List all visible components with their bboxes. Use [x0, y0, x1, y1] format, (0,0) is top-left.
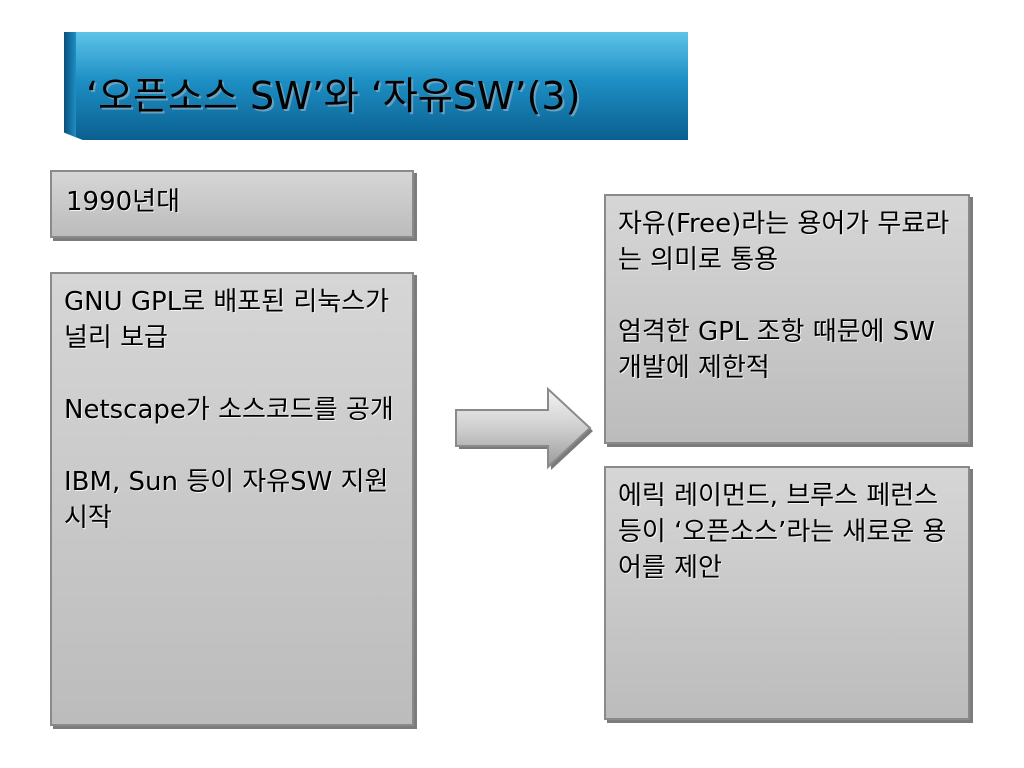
left-item-2: Netscape가 소스코드를 공개: [64, 395, 394, 425]
slide-title: ‘오픈소스 SW’와 ‘자유SW’(3): [86, 74, 581, 118]
right-top-item-2: 엄격한 GPL 조항 때문에 SW개발에 제한적: [618, 317, 935, 383]
decade-label: 1990년대: [66, 187, 181, 217]
right-arrow-icon: [455, 386, 593, 470]
title-banner: [64, 32, 688, 140]
left-item-3: IBM, Sun 등이 자유SW 지원 시작: [64, 467, 389, 533]
left-content-box: GNU GPL로 배포된 리눅스가 널리 보급 Netscape가 소스코드를 …: [50, 272, 414, 726]
right-bottom-item-1: 에릭 레이먼드, 브루스 페런스 등이 ‘오픈소스’라는 새로운 용어를 제안: [618, 481, 947, 583]
right-bottom-box: 에릭 레이먼드, 브루스 페런스 등이 ‘오픈소스’라는 새로운 용어를 제안: [604, 466, 970, 720]
left-item-1: GNU GPL로 배포된 리눅스가 널리 보급: [64, 287, 390, 353]
right-top-item-1: 자유(Free)라는 용어가 무료라는 의미로 통용: [618, 209, 950, 275]
right-top-box: 자유(Free)라는 용어가 무료라는 의미로 통용 엄격한 GPL 조항 때문…: [604, 194, 970, 444]
decade-box: 1990년대: [50, 170, 414, 238]
